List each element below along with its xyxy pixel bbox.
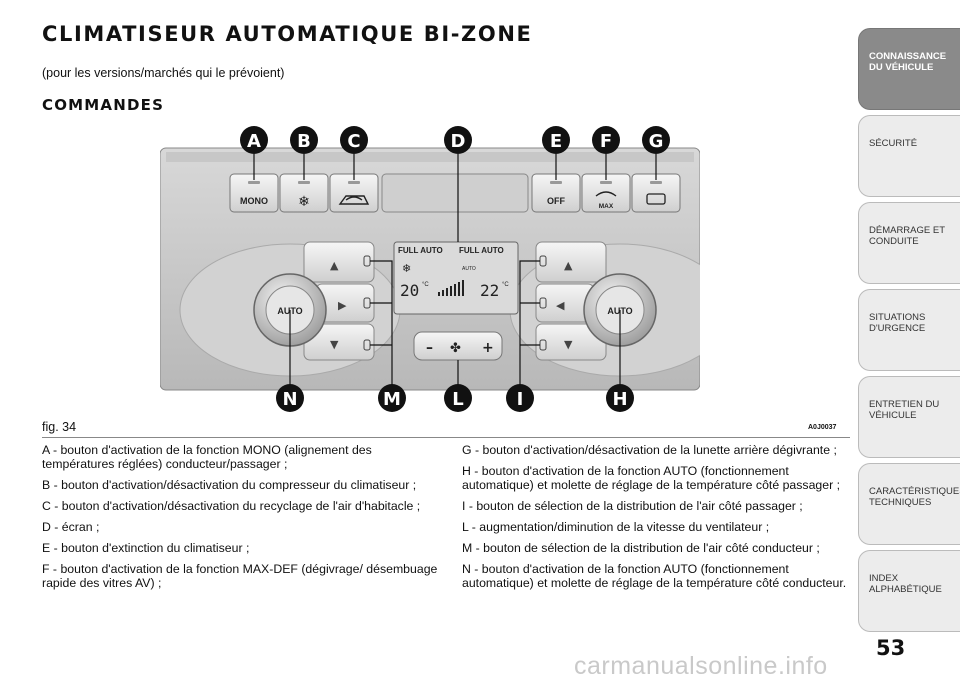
climate-display: FULL AUTO FULL AUTO ❄ AUTO 20 °C 22 °C (393, 241, 519, 315)
display-temp-right: 22 (480, 281, 499, 300)
page-number: 53 (876, 636, 906, 660)
fan-speed-bars (438, 280, 464, 296)
mono-label: MONO (240, 196, 268, 206)
tab-label: DÉMARRAGE ET CONDUITE (869, 225, 946, 247)
display-snowflake-icon: ❄ (402, 262, 411, 275)
climate-panel-illustration: MONO ❄ OFF MAX ▲ ▶ (160, 126, 700, 412)
display-full-auto-right: FULL AUTO (459, 246, 504, 255)
off-label: OFF (547, 196, 565, 206)
page-subtitle: (pour les versions/marchés qui le prévoi… (42, 66, 285, 80)
description-d: D - écran ; (42, 520, 100, 534)
callout-m: M (383, 389, 401, 410)
fan-speed-control: – ✤ + (413, 331, 503, 361)
figure-caption: fig. 34 (42, 420, 77, 434)
description-b: B - bouton d'activation/désactivation du… (42, 478, 417, 492)
description-c: C - bouton d'activation/désactivation du… (42, 499, 421, 513)
tab-label: INDEX ALPHABÉTIQUE (869, 573, 942, 595)
climate-control-figure: MONO ❄ OFF MAX ▲ ▶ (160, 124, 700, 414)
top-callouts: A B C D E F G (240, 126, 670, 154)
description-e: E - bouton d'extinction du climatiseur ; (42, 541, 250, 555)
descriptions-left-column: A - bouton d'activation de la fonction M… (42, 443, 446, 597)
display-unit-left: °C (422, 282, 429, 288)
tab-index-alphabetique[interactable]: INDEX ALPHABÉTIQUE (858, 550, 960, 632)
callout-b: B (297, 131, 311, 152)
callout-d: D (451, 131, 466, 152)
svg-text:▼: ▼ (330, 338, 339, 351)
callout-f: F (600, 131, 612, 152)
svg-text:▲: ▲ (330, 259, 339, 272)
fan-icon: ✤ (450, 341, 461, 356)
display-full-auto-left: FULL AUTO (398, 246, 443, 255)
rear-window-defrost-icon (646, 193, 666, 205)
description-g: G - bouton d'activation/désactivation de… (462, 443, 837, 457)
tab-label: ENTRETIEN DU VÉHICULE (869, 399, 940, 421)
svg-text:▲: ▲ (564, 259, 573, 272)
tab-label: CONNAISSANCE DU VÉHICULE (869, 51, 947, 73)
description-n: N - bouton d'activation de la fonction A… (462, 562, 847, 590)
tab-caracteristiques-techniques[interactable]: CARACTÉRISTIQUES TECHNIQUES (858, 463, 960, 545)
caption-divider (42, 437, 850, 438)
snowflake-icon: ❄ (298, 194, 310, 210)
description-f: F - bouton d'activation de la fonction M… (42, 562, 438, 590)
tab-label: SÉCURITÉ (869, 138, 918, 149)
display-unit-right: °C (502, 282, 509, 288)
callout-a: A (247, 131, 261, 152)
top-button-row: MONO ❄ OFF MAX (229, 173, 681, 213)
tab-label: SITUATIONS D'URGENCE (869, 312, 926, 334)
svg-text:▼: ▼ (564, 338, 573, 351)
fan-minus-icon: – (426, 340, 433, 356)
recirculation-icon (338, 195, 370, 205)
tab-connaissance-du-vehicule[interactable]: CONNAISSANCE DU VÉHICULE (858, 28, 960, 110)
description-m: M - bouton de sélection de la distributi… (462, 541, 820, 555)
windshield-defrost-icon (595, 191, 617, 197)
watermark: carmanualsonline.info (574, 652, 828, 680)
bottom-callouts: N M L I H (276, 384, 634, 412)
passenger-control-cluster: ▲ ◀ ▼ AUTO (509, 241, 700, 377)
callout-e: E (550, 131, 562, 152)
description-l: L - augmentation/diminution de la vitess… (462, 520, 770, 534)
display-auto-small: AUTO (462, 266, 476, 272)
chapter-tabs: CONNAISSANCE DU VÉHICULE SÉCURITÉ DÉMARR… (858, 28, 960, 637)
description-a: A - bouton d'activation de la fonction M… (42, 443, 372, 471)
page-title: CLIMATISEUR AUTOMATIQUE BI-ZONE (42, 22, 533, 46)
descriptions-right-column: G - bouton d'activation/désactivation de… (462, 443, 854, 597)
top-leader-lines (253, 154, 657, 242)
callout-n: N (282, 389, 297, 410)
callout-h: H (612, 389, 627, 410)
figure-code: A0J0037 (808, 424, 837, 431)
fan-plus-icon: + (482, 340, 494, 356)
tab-label: CARACTÉRISTIQUES TECHNIQUES (869, 486, 960, 508)
tab-entretien-du-vehicule[interactable]: ENTRETIEN DU VÉHICULE (858, 376, 960, 458)
svg-text:▶: ▶ (338, 299, 347, 312)
display-cover (381, 173, 529, 213)
passenger-vent-up-button (535, 241, 607, 283)
callout-g: G (649, 131, 664, 152)
svg-text:◀: ◀ (556, 299, 565, 312)
description-h: H - bouton d'activation de la fonction A… (462, 464, 841, 492)
callout-c: C (347, 131, 360, 152)
driver-vent-up-button (303, 241, 375, 283)
bottom-leader-lines (289, 260, 621, 386)
tab-securite[interactable]: SÉCURITÉ (858, 115, 960, 197)
description-i: I - bouton de sélection de la distributi… (462, 499, 803, 513)
tab-situations-d-urgence[interactable]: SITUATIONS D'URGENCE (858, 289, 960, 371)
callout-l: L (452, 389, 463, 410)
callout-i: I (517, 389, 524, 410)
section-heading: COMMANDES (42, 96, 165, 114)
display-temp-left: 20 (400, 281, 419, 300)
max-label: MAX (599, 203, 614, 210)
tab-demarrage-et-conduite[interactable]: DÉMARRAGE ET CONDUITE (858, 202, 960, 284)
